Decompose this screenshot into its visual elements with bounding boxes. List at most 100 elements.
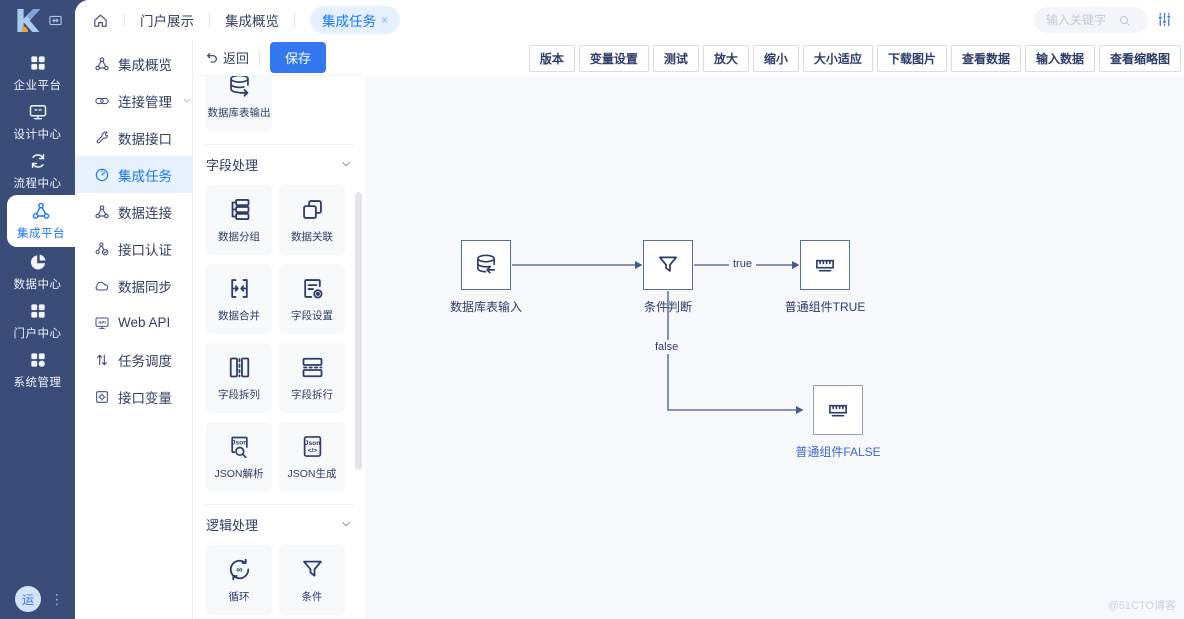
palette-item-data-merge[interactable]: 数据合并 <box>206 264 272 334</box>
submenu-label: 接口变量 <box>118 390 172 406</box>
back-button[interactable]: 返回 <box>205 48 249 67</box>
toolbar-button-zoom-in[interactable]: 放大 <box>702 44 749 72</box>
sidebar-item-data-center[interactable]: 数据中心 <box>0 247 75 296</box>
close-icon[interactable]: × <box>381 13 389 27</box>
sidebar-item-label: 流程中心 <box>13 177 62 190</box>
divider <box>204 144 354 145</box>
filter-sliders-icon[interactable] <box>1156 11 1173 28</box>
more-menu-icon[interactable]: ⋮ <box>50 590 64 607</box>
toolbar-button-test[interactable]: 测试 <box>652 44 699 72</box>
save-button[interactable]: 保存 <box>270 42 327 73</box>
divider <box>209 13 210 27</box>
data-group-icon <box>226 196 253 223</box>
palette-item-label: 字段设置 <box>291 310 333 322</box>
submenu-item-interface-auth[interactable]: 接口认证 <box>75 230 192 267</box>
submenu-item-integration-task[interactable]: 集成任务 <box>75 156 192 193</box>
submenu-label: 集成任务 <box>118 168 172 184</box>
split-row-icon <box>299 354 326 381</box>
palette-item-field-split-row[interactable]: 字段拆行 <box>279 343 345 413</box>
palette-item-data-group[interactable]: 数据分组 <box>206 185 272 255</box>
sidebar-item-design-center[interactable]: 设计中心 <box>0 97 75 146</box>
database-input-icon <box>473 252 499 278</box>
user-avatar[interactable]: 运 <box>15 586 41 612</box>
divider <box>294 13 295 27</box>
field-settings-icon <box>299 275 326 302</box>
wrench-icon <box>94 130 110 146</box>
palette-item-json-parse[interactable]: JSON解析 <box>206 422 272 492</box>
sidebar-item-system-management[interactable]: 系统管理 <box>0 345 75 394</box>
submenu-item-interface-variable[interactable]: 接口变量 <box>75 378 192 415</box>
tab-integration-overview[interactable]: 集成概览 <box>225 14 279 29</box>
api-monitor-icon <box>94 315 110 331</box>
node-true-component[interactable] <box>800 240 850 290</box>
toolbar-button-zoom-out[interactable]: 缩小 <box>752 44 799 72</box>
node-label-condition: 条件判断 <box>643 300 692 314</box>
toolbar-button-input-data[interactable]: 输入数据 <box>1024 44 1095 72</box>
palette-item-db-table-output[interactable]: 数据库表输出 <box>206 76 272 132</box>
sidebar-item-label: 数据中心 <box>13 278 62 291</box>
palette-section-field-processing[interactable]: 字段处理 <box>206 147 352 181</box>
submenu-item-connection-management[interactable]: 连接管理 <box>75 82 192 119</box>
node-database-input[interactable] <box>461 240 511 290</box>
sidebar-item-process-center[interactable]: 流程中心 <box>0 146 75 195</box>
search-input[interactable] <box>1034 13 1118 27</box>
tab-portal-display[interactable]: 门户展示 <box>140 14 194 29</box>
system-grid-icon <box>28 350 48 370</box>
submenu-item-data-interface[interactable]: 数据接口 <box>75 119 192 156</box>
node-label-database-input: 数据库表输入 <box>449 300 522 314</box>
primary-nav: 企业平台 设计中心 流程中心 集成平台 数据中心 门户中心 系统管理 <box>0 40 75 394</box>
palette-item-label: JSON解析 <box>214 468 264 480</box>
main-area: 门户展示 集成概览 集成任务 × 集成概览 连接管理 <box>75 0 1184 619</box>
cycle-icon <box>28 151 48 171</box>
json-generate-icon <box>299 433 326 460</box>
data-relation-icon <box>299 196 326 223</box>
sidebar-item-label: 集成平台 <box>17 228 65 240</box>
tab-label: 集成任务 <box>322 14 376 29</box>
chevron-down-icon[interactable] <box>182 95 192 106</box>
app-logo <box>0 0 75 40</box>
palette-item-data-relation[interactable]: 数据关联 <box>279 185 345 255</box>
palette-section-logic-processing[interactable]: 逻辑处理 <box>206 507 352 541</box>
collapse-sidebar-icon[interactable] <box>48 13 63 28</box>
submenu-label: 数据连接 <box>118 205 172 221</box>
component-palette: 返回 保存 数据库表输出 字段处理 数据分组 <box>193 40 365 619</box>
palette-item-label: 字段拆列 <box>218 389 260 401</box>
submenu-item-task-schedule[interactable]: 任务调度 <box>75 341 192 378</box>
toolbar-button-variable-settings[interactable]: 变量设置 <box>578 44 649 72</box>
funnel-icon <box>299 556 326 583</box>
palette-scrollbar[interactable] <box>355 192 362 470</box>
palette-item-label: 字段拆行 <box>291 389 333 401</box>
toolbar-button-view-thumbnail[interactable]: 查看缩略图 <box>1098 44 1181 72</box>
submenu-item-data-connection[interactable]: 数据连接 <box>75 193 192 230</box>
node-false-component[interactable] <box>813 385 863 435</box>
submenu-item-integration-overview[interactable]: 集成概览 <box>75 45 192 82</box>
home-icon[interactable] <box>92 12 109 29</box>
submenu-item-data-sync[interactable]: 数据同步 <box>75 267 192 304</box>
toolbar-button-view-data[interactable]: 查看数据 <box>950 44 1021 72</box>
toolbar-button-version[interactable]: 版本 <box>528 44 575 72</box>
tab-integration-task-active[interactable]: 集成任务 × <box>310 6 401 34</box>
chevron-down-icon[interactable] <box>340 158 352 170</box>
submenu-item-web-api[interactable]: Web API <box>75 304 192 341</box>
sidebar-item-enterprise-platform[interactable]: 企业平台 <box>0 48 75 97</box>
palette-body: 数据库表输出 字段处理 数据分组 数据关联 <box>193 76 365 619</box>
watermark: @51CTO博客 <box>1107 600 1176 612</box>
chevron-down-icon[interactable] <box>340 518 352 530</box>
toolbar-button-fit-size[interactable]: 大小适应 <box>802 44 873 72</box>
submenu-label: 连接管理 <box>118 94 172 110</box>
toolbar-button-download-image[interactable]: 下载图片 <box>876 44 947 72</box>
node-condition[interactable] <box>643 240 693 290</box>
palette-item-field-split-column[interactable]: 字段拆列 <box>206 343 272 413</box>
palette-item-field-settings[interactable]: 字段设置 <box>279 264 345 334</box>
sidebar-item-integration-platform[interactable]: 集成平台 <box>7 195 75 247</box>
palette-item-loop[interactable]: 循环 <box>206 545 272 615</box>
flow-edges <box>512 261 804 414</box>
section-title: 逻辑处理 <box>206 517 259 533</box>
data-merge-icon <box>226 275 253 302</box>
palette-item-json-generate[interactable]: JSON生成 <box>279 422 345 492</box>
palette-item-condition[interactable]: 条件 <box>279 545 345 615</box>
flow-canvas[interactable]: true false 数据库表输入 条件判断 普通组件TRUE 普通组件FALS <box>365 76 1184 619</box>
sidebar-item-label: 设计中心 <box>13 128 62 141</box>
sidebar-item-portal-center[interactable]: 门户中心 <box>0 296 75 345</box>
arrows-up-down-icon <box>94 352 110 368</box>
